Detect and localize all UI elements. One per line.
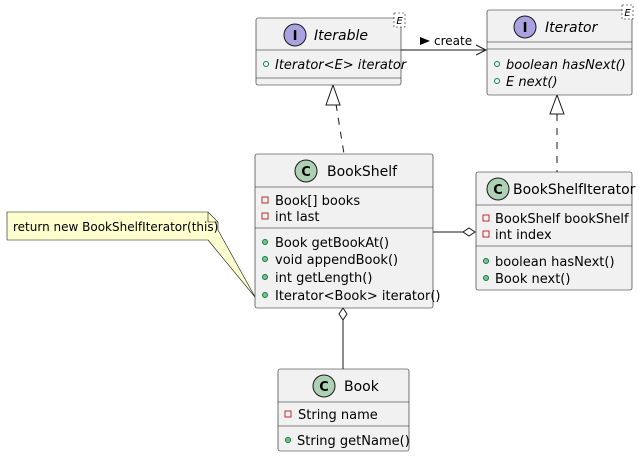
public-marker-icon <box>483 275 489 281</box>
interface-icon <box>283 23 307 47</box>
method: String getName() <box>297 434 410 449</box>
relation-bookshelfiterator-implements-iterator <box>549 93 565 172</box>
private-marker-icon <box>482 214 490 222</box>
class-name: Iterator <box>545 20 599 36</box>
stereotype-letter: C <box>319 380 329 395</box>
create-label: create <box>434 34 472 48</box>
relation-create: create <box>401 34 488 56</box>
private-marker-icon <box>261 212 269 220</box>
public-marker-icon <box>494 78 500 84</box>
method: Book next() <box>495 272 570 287</box>
public-marker-icon <box>285 437 291 443</box>
relation-bookshelf-implements-iterable <box>325 83 345 155</box>
method: Book getBookAt() <box>275 236 389 251</box>
field: BookShelf bookShelf <box>495 212 629 227</box>
public-marker-icon <box>494 61 500 67</box>
note: return new BookShelfIterator(this) <box>6 211 256 298</box>
method: Iterator<E> iterator <box>275 58 408 73</box>
class-icon <box>486 177 510 201</box>
private-marker-icon <box>482 230 490 238</box>
type-param: E <box>396 16 403 27</box>
class-icon <box>294 159 318 183</box>
class-name: BookShelfIterator <box>513 182 636 198</box>
stereotype-letter: C <box>301 165 311 180</box>
stereotype-letter: I <box>293 29 298 44</box>
class-iterable[interactable]: I Iterable E Iterator<E> iterator <box>255 12 408 86</box>
field: String name <box>298 408 378 423</box>
stereotype-letter: I <box>523 21 528 36</box>
interface-icon <box>513 15 537 39</box>
create-direction-arrow <box>420 37 430 45</box>
public-marker-icon <box>483 258 489 264</box>
field: int last <box>275 210 320 225</box>
public-marker-icon <box>263 61 269 67</box>
method: boolean hasNext() <box>495 255 615 270</box>
class-bookshelf[interactable]: C BookShelf Book[] books int last Book g… <box>254 153 440 309</box>
class-name: Iterable <box>314 28 368 44</box>
class-icon <box>312 374 336 398</box>
field: int index <box>495 228 552 243</box>
class-book[interactable]: C Book String name String getName() <box>277 368 410 452</box>
class-iterator[interactable]: I Iterator E boolean hasNext() E next() <box>486 4 634 96</box>
class-name: BookShelf <box>327 164 398 180</box>
private-marker-icon <box>261 196 269 204</box>
class-name: Book <box>344 379 380 395</box>
method: int getLength() <box>275 271 372 286</box>
private-marker-icon <box>284 410 292 418</box>
method: boolean hasNext() <box>506 58 626 73</box>
note-text: return new BookShelfIterator(this) <box>13 220 218 234</box>
method: void appendBook() <box>275 253 398 268</box>
relation-book-aggregated-by-bookshelf <box>338 307 348 369</box>
type-param: E <box>624 8 631 19</box>
public-marker-icon <box>262 274 268 280</box>
public-marker-icon <box>262 239 268 245</box>
public-marker-icon <box>262 292 268 298</box>
relation-bookshelf-aggregated-by-iterator <box>433 227 476 237</box>
method: E next() <box>506 75 558 90</box>
method: Iterator<Book> iterator() <box>275 289 440 304</box>
class-bookshelfiterator[interactable]: C BookShelfIterator BookShelf bookShelf … <box>475 171 636 291</box>
stereotype-letter: C <box>493 183 503 198</box>
public-marker-icon <box>262 256 268 262</box>
field: Book[] books <box>275 194 360 209</box>
